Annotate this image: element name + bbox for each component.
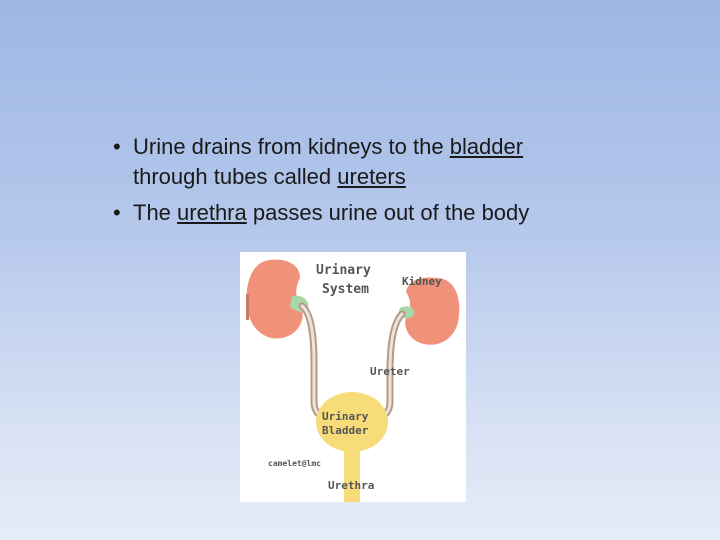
bullet-list: • Urine drains from kidneys to the bladd…: [113, 132, 673, 234]
left-kidney-edge: [246, 294, 249, 320]
bullet-text-bladder: bladder: [449, 134, 524, 159]
right-kidney-shape: [405, 277, 460, 345]
bullet-text-urethra: urethra: [177, 200, 247, 225]
bullet-item-2: • The urethra passes urine out of the bo…: [113, 198, 673, 228]
left-kidney-shape: [246, 259, 303, 339]
bullet-dot: •: [113, 200, 121, 225]
urethra-tube: [344, 448, 360, 502]
urinary-system-svg: Urinary System Kidney Ureter Urinary Bla…: [246, 259, 460, 502]
urinary-system-diagram: Urinary System Kidney Ureter Urinary Bla…: [240, 252, 466, 502]
ureter-label: Ureter: [370, 365, 410, 378]
bladder-label-line2: Bladder: [322, 424, 369, 437]
urethra-label: Urethra: [328, 479, 374, 492]
bladder-shape: [316, 392, 388, 452]
diagram-title-line2: System: [322, 282, 369, 297]
bullet-text-part: passes urine out of the body: [246, 200, 530, 225]
bullet-text-part: The: [133, 200, 178, 225]
bladder-label-line1: Urinary: [322, 410, 369, 423]
bullet-text-part: through tubes called: [133, 164, 338, 189]
bullet-text-part: Urine drains from kidneys to the: [133, 134, 450, 159]
bullet-item-1: • Urine drains from kidneys to the bladd…: [113, 132, 673, 192]
bullet-dot: •: [113, 134, 121, 159]
diagram-title-line1: Urinary: [316, 263, 371, 278]
credit-label: camelet@lmc: [268, 459, 321, 468]
kidney-label: Kidney: [402, 275, 442, 288]
bullet-text-ureters: ureters: [337, 164, 406, 189]
